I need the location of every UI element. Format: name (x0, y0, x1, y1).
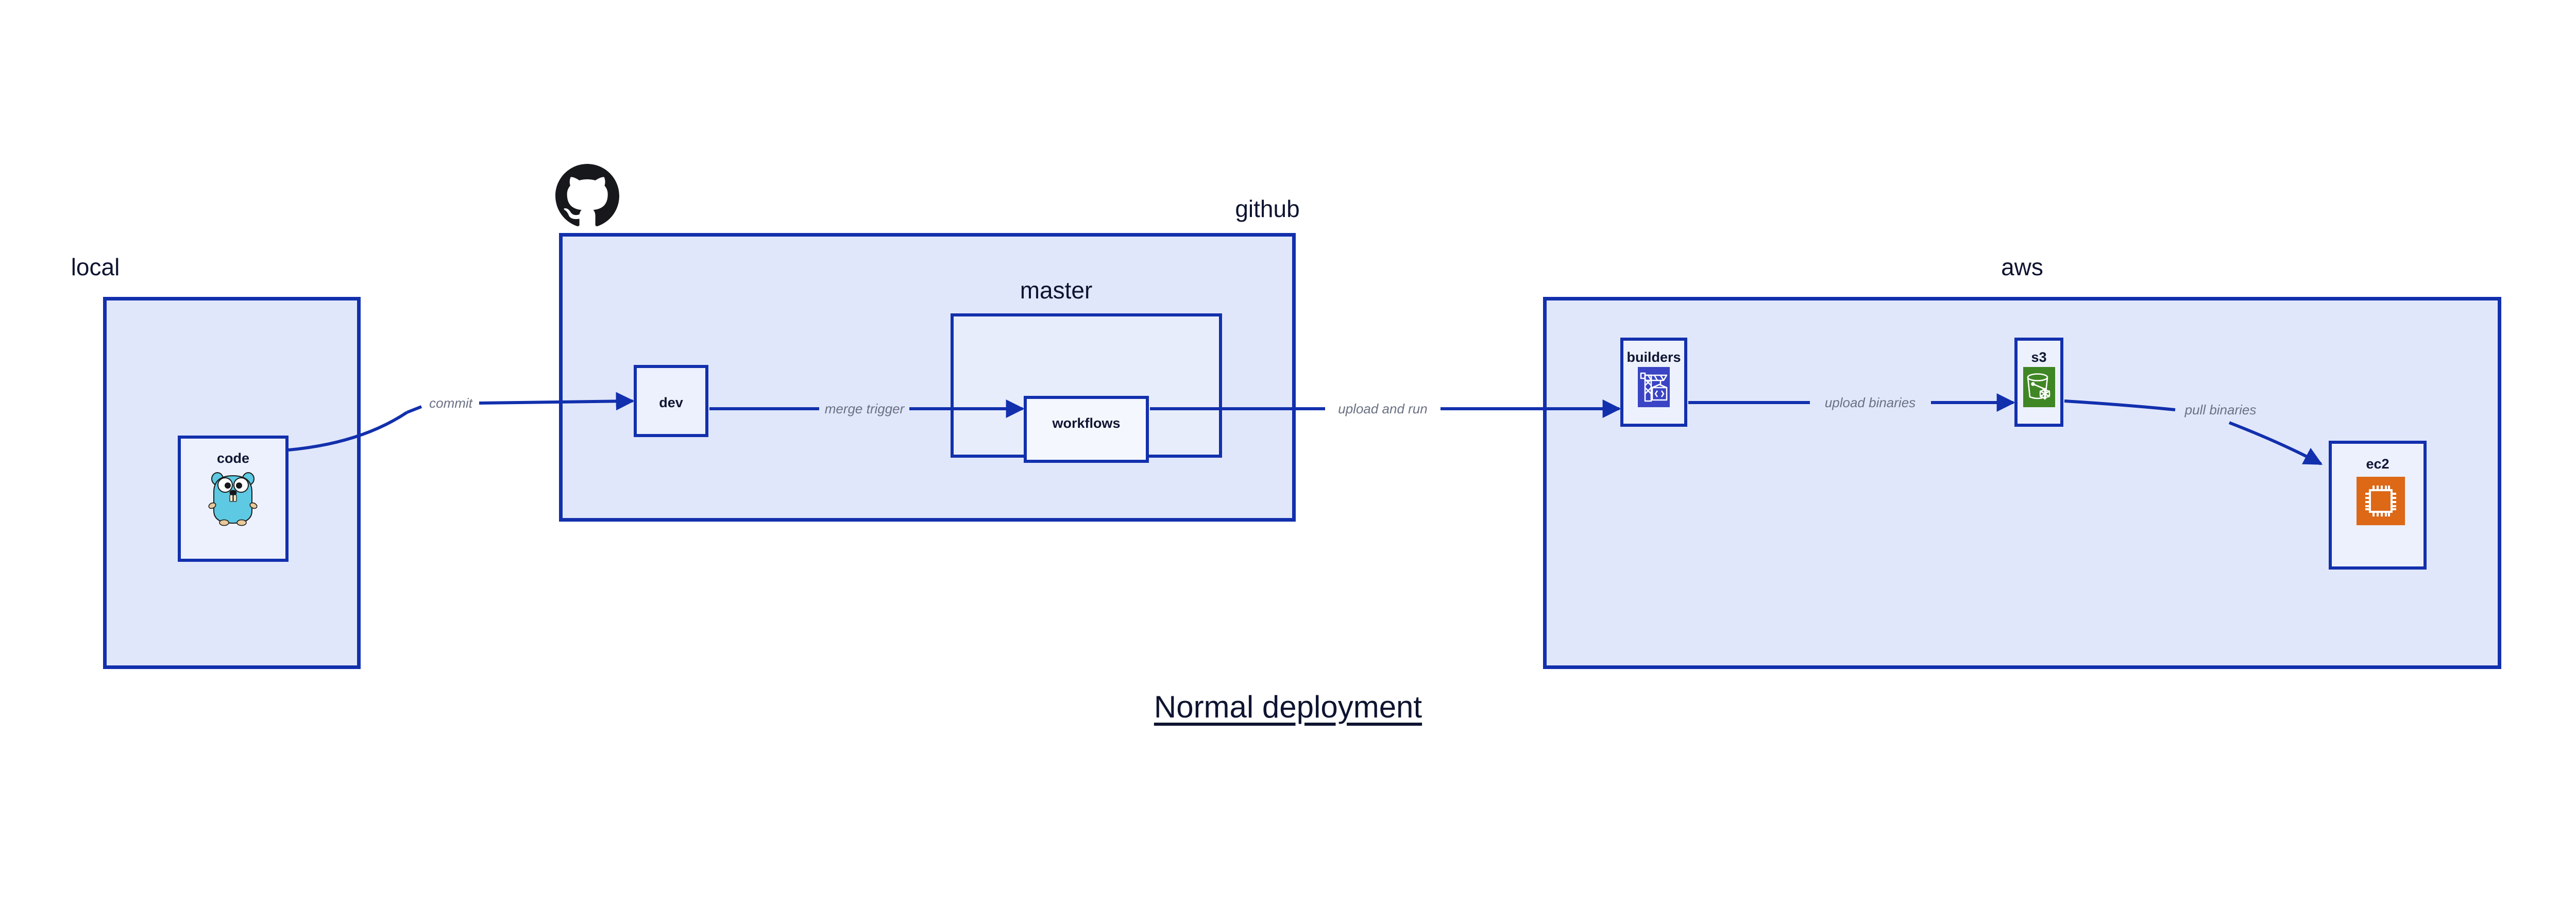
edge-label-upload-and-run: upload and run (1338, 401, 1428, 416)
edge-label-upload-binaries: upload binaries (1824, 395, 1916, 410)
node-label-builders: builders (1626, 349, 1681, 365)
subgroup-label-master: master (1020, 277, 1093, 304)
node-label-code: code (216, 450, 250, 466)
node-box-dev[interactable] (634, 365, 708, 437)
github-octocat-icon (555, 164, 619, 226)
edge-label-commit: commit (429, 395, 472, 411)
node-label-ec2: ec2 (2366, 456, 2389, 472)
node-label-workflows: workflows (1052, 415, 1121, 431)
edge-label-pull-binaries: pull binaries (2184, 402, 2257, 417)
node-box-workflows[interactable] (1024, 396, 1149, 463)
edge-commit (288, 392, 635, 452)
group-label-local: local (71, 254, 120, 280)
go-gopher-icon (208, 472, 258, 526)
group-label-github: github (1235, 195, 1300, 222)
aws-ec2-chip-icon (2357, 477, 2405, 525)
node-label-dev: dev (659, 395, 683, 410)
edge-pull-binaries (2064, 399, 2323, 465)
page-title: Normal deployment (1154, 690, 1422, 724)
node-label-s3: s3 (2031, 349, 2047, 365)
aws-s3-bucket-icon (2023, 367, 2055, 407)
group-label-aws: aws (2001, 254, 2043, 280)
edge-label-merge-trigger: merge trigger (824, 401, 905, 416)
aws-codebuild-crane-icon (1638, 367, 1670, 407)
